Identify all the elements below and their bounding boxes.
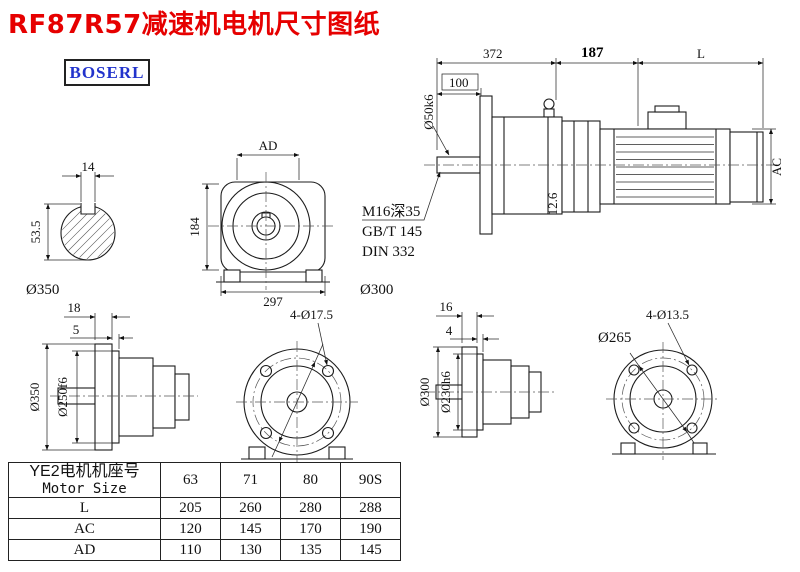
table-row-L: L 205 260 280 288 [8,497,401,519]
dim-AD-label: AD [259,138,278,153]
din-standard-note: DIN 332 [362,244,415,260]
size-col-header: 80 [280,462,341,498]
gb-standard-note: GB/T 145 [362,224,422,240]
size-col-header: 90S [340,462,401,498]
bolt-hole [321,364,335,378]
dim-187-label: 187 [581,45,604,61]
row-label: L [8,497,161,519]
dim-AC-label: AC [769,158,784,176]
table-cell: 190 [340,518,401,540]
motor-size-header-en: Motor Size [42,481,127,497]
row-label: AD [8,539,161,561]
bolt-hole [686,364,698,376]
dim-297-label: 297 [263,294,283,309]
size-col-header: 63 [160,462,221,498]
fan-cover [729,131,764,203]
size-col-header: 71 [220,462,281,498]
table-cell: 135 [280,539,341,561]
label-d300: Ø300 [360,282,393,298]
motor-fins [616,136,714,198]
dim-14-label: 14 [82,159,96,174]
dim-shaft-dia-label: Ø50k6 [421,94,436,130]
eyebolt-icon [543,98,555,110]
flange-side-view-left: 18 5 Ø350 Ø250f6 [27,300,198,451]
table-cell: 170 [280,518,341,540]
table-cell: 145 [220,518,281,540]
dim-18-label: 18 [68,300,81,315]
terminal-box [647,111,687,130]
row-label: AC [8,518,161,540]
tap-hole-note: M16深35 [362,203,420,220]
main-side-view [424,95,778,235]
table-cell: 288 [340,497,401,519]
table-cell: 120 [160,518,221,540]
dim-372-label: 372 [483,46,503,61]
brand-logo: BOSERL [64,59,150,86]
table-cell: 145 [340,539,401,561]
main-dimensions: 372 187 L 100 Ø50k6 AC M16深35 GB/T 145 D… [362,45,784,260]
page-title: RF87R57减速机电机尺寸图纸 [8,10,381,40]
table-cell: 110 [160,539,221,561]
dim-d300-label: Ø300 [417,378,432,407]
dim-100-label: 100 [449,75,469,90]
dim-4-label: 4 [446,323,453,338]
dim-d265-label: Ø265 [598,330,631,346]
dim-12-6-label: 12.6 [545,192,560,215]
motor-size-header-cell: YE2电机机座号 Motor Size [8,462,161,498]
dim-d230-label: Ø230h6 [438,371,453,413]
table-cell: 205 [160,497,221,519]
bolt-hole [259,426,273,440]
label-d350: Ø350 [26,282,59,298]
dim-d350-label: Ø350 [27,383,42,412]
dim-16-label: 16 [440,299,454,314]
table-cell: 280 [280,497,341,519]
bolt-hole [686,422,698,434]
shaft-section-view: 14 53.5 [28,159,116,261]
front-view: AD 184 297 [187,138,334,309]
bolt-hole [259,364,273,378]
table-cell: 130 [220,539,281,561]
flange-side-view-right: 16 4 Ø300 Ø230h6 [417,299,556,438]
dim-53-5-label: 53.5 [28,221,43,244]
keyway [80,203,96,215]
motor-dimension-table: YE2电机机座号 Motor Size 63 71 80 90S L 205 2… [8,462,401,561]
bolt-holes-label: 4-Ø17.5 [290,307,333,322]
bolt-hole [321,426,335,440]
table-row-AD: AD 110 130 135 145 [8,539,401,561]
flange-face-view-left: 4-Ø17.5 [236,307,358,464]
motor-size-header-cn: YE2电机机座号 [29,463,140,480]
dim-d250-label: Ø250f6 [55,377,70,417]
flange-face-view-right: 4-Ø13.5 Ø265 [598,307,720,460]
dim-5-label: 5 [73,322,80,337]
dim-184-label: 184 [187,217,202,237]
motor-body [599,128,731,205]
dim-L-label: L [697,46,705,61]
bolt-holes-label: 4-Ø13.5 [646,307,689,322]
table-header-row: YE2电机机座号 Motor Size 63 71 80 90S [8,462,401,498]
table-row-AC: AC 120 145 170 190 [8,518,401,540]
diameter-labels: Ø350 Ø300 [26,282,393,298]
table-cell: 260 [220,497,281,519]
